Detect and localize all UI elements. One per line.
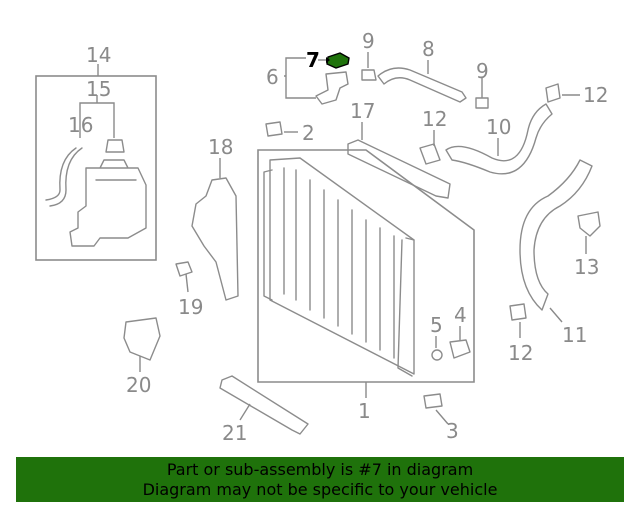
label-13: 13: [574, 255, 599, 279]
label-14: 14: [86, 43, 111, 67]
label-17: 17: [350, 99, 375, 123]
label-2: 2: [302, 121, 315, 145]
label-12-mid: 12: [422, 107, 447, 131]
banner-line-2: Diagram may not be specific to your vehi…: [142, 479, 498, 499]
upper-hose-small: [377, 67, 467, 103]
label-19: 19: [178, 295, 203, 319]
label-8: 8: [422, 37, 435, 61]
radiator-core: [269, 157, 415, 375]
info-banner: Part or sub-assembly is #7 in diagram Di…: [16, 457, 624, 502]
label-9-top-right: 9: [476, 59, 489, 83]
drain-cock: [449, 339, 471, 359]
radiator-support-upper: [347, 139, 451, 199]
radiator-cap-highlighted: [326, 52, 350, 69]
label-1: 1: [358, 399, 371, 423]
label-15: 15: [86, 77, 111, 101]
reservoir-hose: [45, 147, 83, 207]
label-10: 10: [486, 115, 511, 139]
reservoir-group-box: [35, 75, 157, 261]
label-4: 4: [454, 303, 467, 327]
label-11: 11: [562, 323, 587, 347]
label-7: 7: [306, 48, 320, 72]
label-18: 18: [208, 135, 233, 159]
radiator-hose-upper: [445, 103, 553, 175]
label-5: 5: [430, 313, 443, 337]
bracket-20: [123, 317, 161, 361]
banner-line-1: Part or sub-assembly is #7 in diagram: [166, 459, 474, 479]
filler-neck: [315, 71, 349, 105]
label-9-top-left: 9: [362, 29, 375, 53]
radiator-hose-lower: [519, 159, 593, 311]
label-12-top: 12: [583, 83, 608, 107]
air-guide-left: [191, 177, 239, 301]
reservoir-tank: [69, 159, 147, 247]
radiator-support-lower: [219, 375, 309, 435]
label-21: 21: [222, 421, 247, 445]
label-16: 16: [68, 113, 93, 137]
label-12-bottom: 12: [508, 341, 533, 365]
parts-diagram: 14 15 16 6 7 9 8 9 12 17 12 10 2 18 13 1…: [35, 29, 608, 445]
label-20: 20: [126, 373, 151, 397]
radiator-group-box: [257, 149, 475, 383]
label-6: 6: [266, 65, 279, 89]
label-3: 3: [446, 419, 459, 443]
